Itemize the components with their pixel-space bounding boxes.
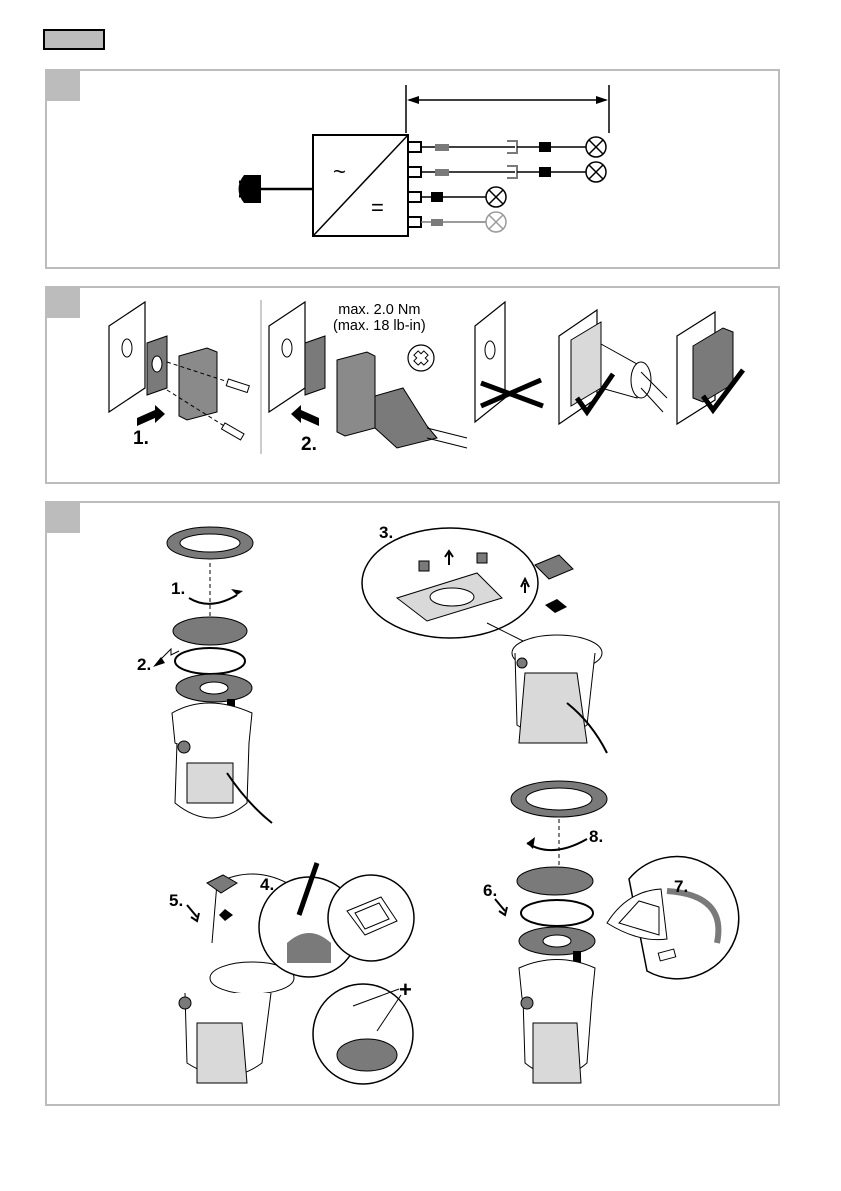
step-6-label: 6.: [483, 881, 497, 901]
power-converter: [313, 135, 408, 236]
step-5-label: 5.: [169, 891, 183, 911]
torque-spec: max. 2.0 Nm (max. 18 lb-in): [333, 302, 426, 334]
mount-step-1-label: 1.: [133, 428, 149, 450]
wiring-diagram: [47, 71, 782, 271]
reassembly-step-6-8-illustration: [495, 781, 739, 1083]
lamp-maintenance-panel: 1. 2. 3. 4. 5. 6. 7. 8. +: [45, 501, 780, 1106]
step-4-label: 4.: [260, 875, 274, 895]
disassembly-illustration: [153, 527, 272, 823]
lamp-assembly-illustrations: [47, 503, 782, 1108]
cable-length-dimension: [406, 85, 609, 133]
wall-mounting-panel: max. 2.0 Nm (max. 18 lb-in) 1. 2.: [45, 286, 780, 484]
ac-symbol: ~: [333, 159, 346, 185]
output-line-3: [408, 187, 506, 207]
torque-lbin: (max. 18 lb-in): [333, 318, 426, 334]
step-7-label: 7.: [674, 877, 688, 897]
incorrect-mounting-illustration: [475, 302, 543, 422]
mount-step-2-label: 2.: [301, 434, 317, 456]
mounting-step-1-illustration: [109, 302, 249, 440]
correct-mounting-illustration-1: [559, 310, 667, 424]
step-2-label: 2.: [137, 655, 151, 675]
dc-symbol: =: [371, 195, 384, 221]
lamp-module-removal-illustration: [362, 528, 607, 753]
positive-polarity-label: +: [399, 977, 412, 1003]
output-line-4: [408, 212, 506, 232]
step-3-label: 3.: [379, 523, 393, 543]
mains-plug-icon: [239, 175, 314, 203]
torque-nm: max. 2.0 Nm: [333, 302, 426, 318]
language-tab: [43, 29, 105, 50]
correct-mounting-illustration-2: [677, 312, 743, 424]
output-line-1: [408, 137, 606, 157]
reassembly-step-4-5-illustration: [179, 863, 414, 1084]
output-line-2: [408, 162, 606, 182]
step-8-label: 8.: [589, 827, 603, 847]
step-1-label: 1.: [171, 579, 185, 599]
wiring-diagram-panel: ~ =: [45, 69, 780, 269]
